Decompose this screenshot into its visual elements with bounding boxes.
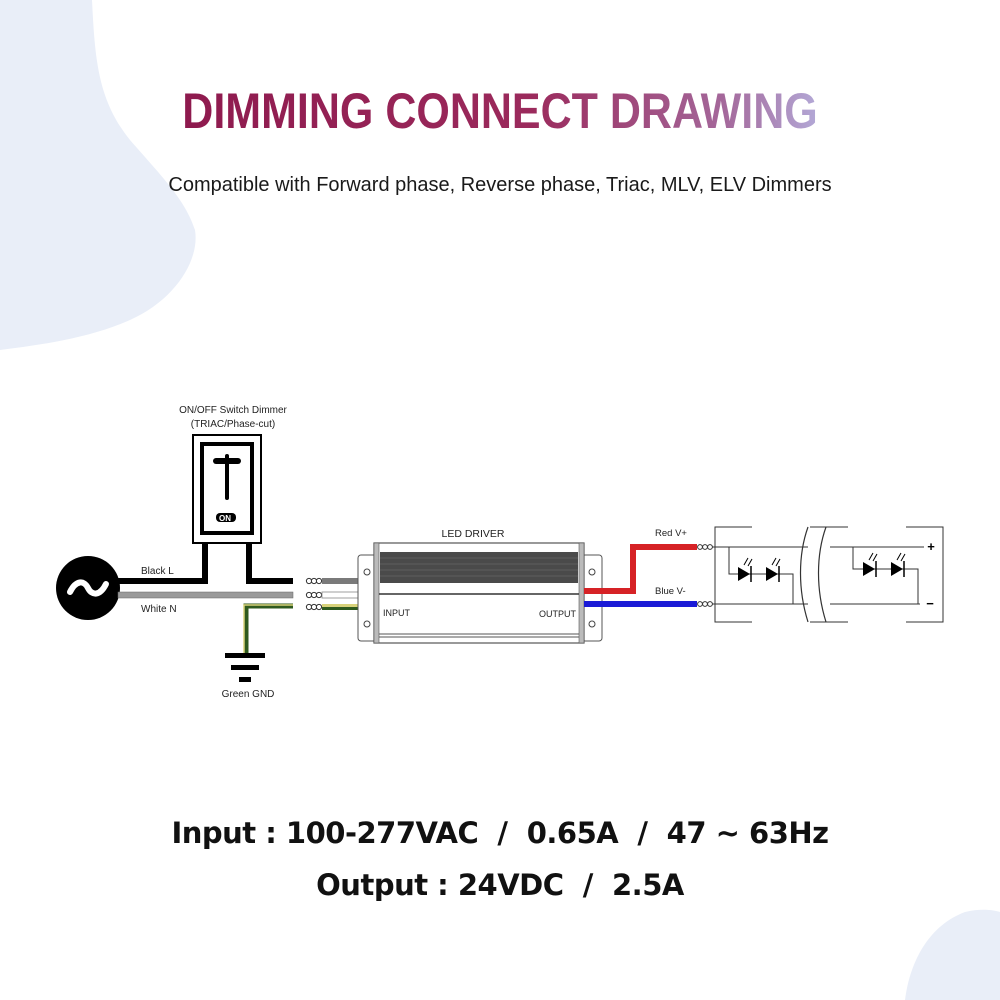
led-diode-icon [891,552,906,577]
driver-title: LED DRIVER [441,528,504,540]
wire-blue-label: Blue V- [655,586,686,597]
page-title: DIMMING CONNECT DRAWING [182,83,818,139]
ac-source-icon [56,556,120,620]
dimmer-label-line2: (TRIAC/Phase-cut) [191,419,275,430]
plus-terminal: + [927,539,935,554]
dimmer-label-line1: ON/OFF Switch Dimmer [179,405,287,416]
input-connectors [305,577,378,611]
dimmer-switch: ON [192,434,262,580]
wire-red-v-plus [584,544,697,594]
input-spec: Input : 100-277VAC / 0.65A / 47 ~ 63Hz [171,816,829,850]
wire-black-l [118,578,293,584]
wire-white-label: White N [141,604,177,615]
background-blob-bottom-right [905,909,1000,1000]
ground-label: Green GND [222,689,275,700]
led-diode-icon [863,552,878,577]
led-diode-icon [766,557,781,582]
toggle-lever-icon [213,454,241,500]
led-driver-box [357,542,603,644]
led-strip [712,526,944,623]
led-diode-icon [738,557,753,582]
output-spec: Output : 24VDC / 2.5A [316,868,684,902]
wire-black-label: Black L [141,566,174,577]
wire-green-gnd [243,603,293,653]
wire-white-n [117,591,294,599]
page-subtitle: Compatible with Forward phase, Reverse p… [168,174,832,196]
driver-input-label: INPUT [383,608,411,618]
wire-blue-v-minus [584,601,697,607]
driver-output-label: OUTPUT [539,609,577,619]
switch-on-text: ON [219,514,231,523]
wire-red-label: Red V+ [655,528,687,539]
minus-terminal: − [926,596,934,611]
ground-symbol-icon [225,653,265,682]
output-connectors [697,544,713,607]
wiring-diagram: ON/OFF Switch Dimmer (TRIAC/Phase-cut) O… [56,405,944,700]
